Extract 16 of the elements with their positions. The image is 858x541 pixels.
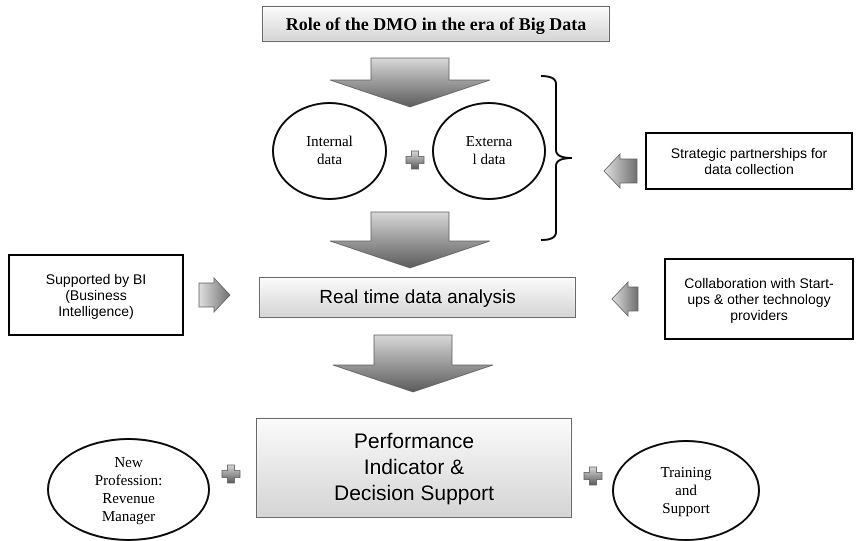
data-ellipse: Externa l data bbox=[432, 102, 546, 200]
process-box: Real time data analysis bbox=[259, 277, 576, 318]
note-box: Collaboration with Start-ups & other technology providers bbox=[664, 258, 854, 340]
support-ellipse: Training and Support bbox=[612, 440, 760, 541]
block-arrow bbox=[330, 58, 490, 108]
block-arrow bbox=[198, 277, 231, 313]
block-arrow bbox=[611, 281, 638, 317]
block-arrow bbox=[332, 334, 494, 392]
role-ellipse: New Profession: Revenue Manager bbox=[47, 438, 210, 541]
data-ellipse: Internal data bbox=[272, 102, 387, 200]
block-arrow bbox=[330, 212, 490, 268]
note-box: Strategic partnerships for data collection bbox=[645, 132, 853, 190]
block-arrow bbox=[603, 153, 638, 189]
process-box: Performance Indicator & Decision Support bbox=[256, 418, 572, 518]
note-box: Supported by BI (Business Intelligence) bbox=[8, 254, 184, 336]
title-box: Role of the DMO in the era of Big Data bbox=[262, 6, 610, 42]
